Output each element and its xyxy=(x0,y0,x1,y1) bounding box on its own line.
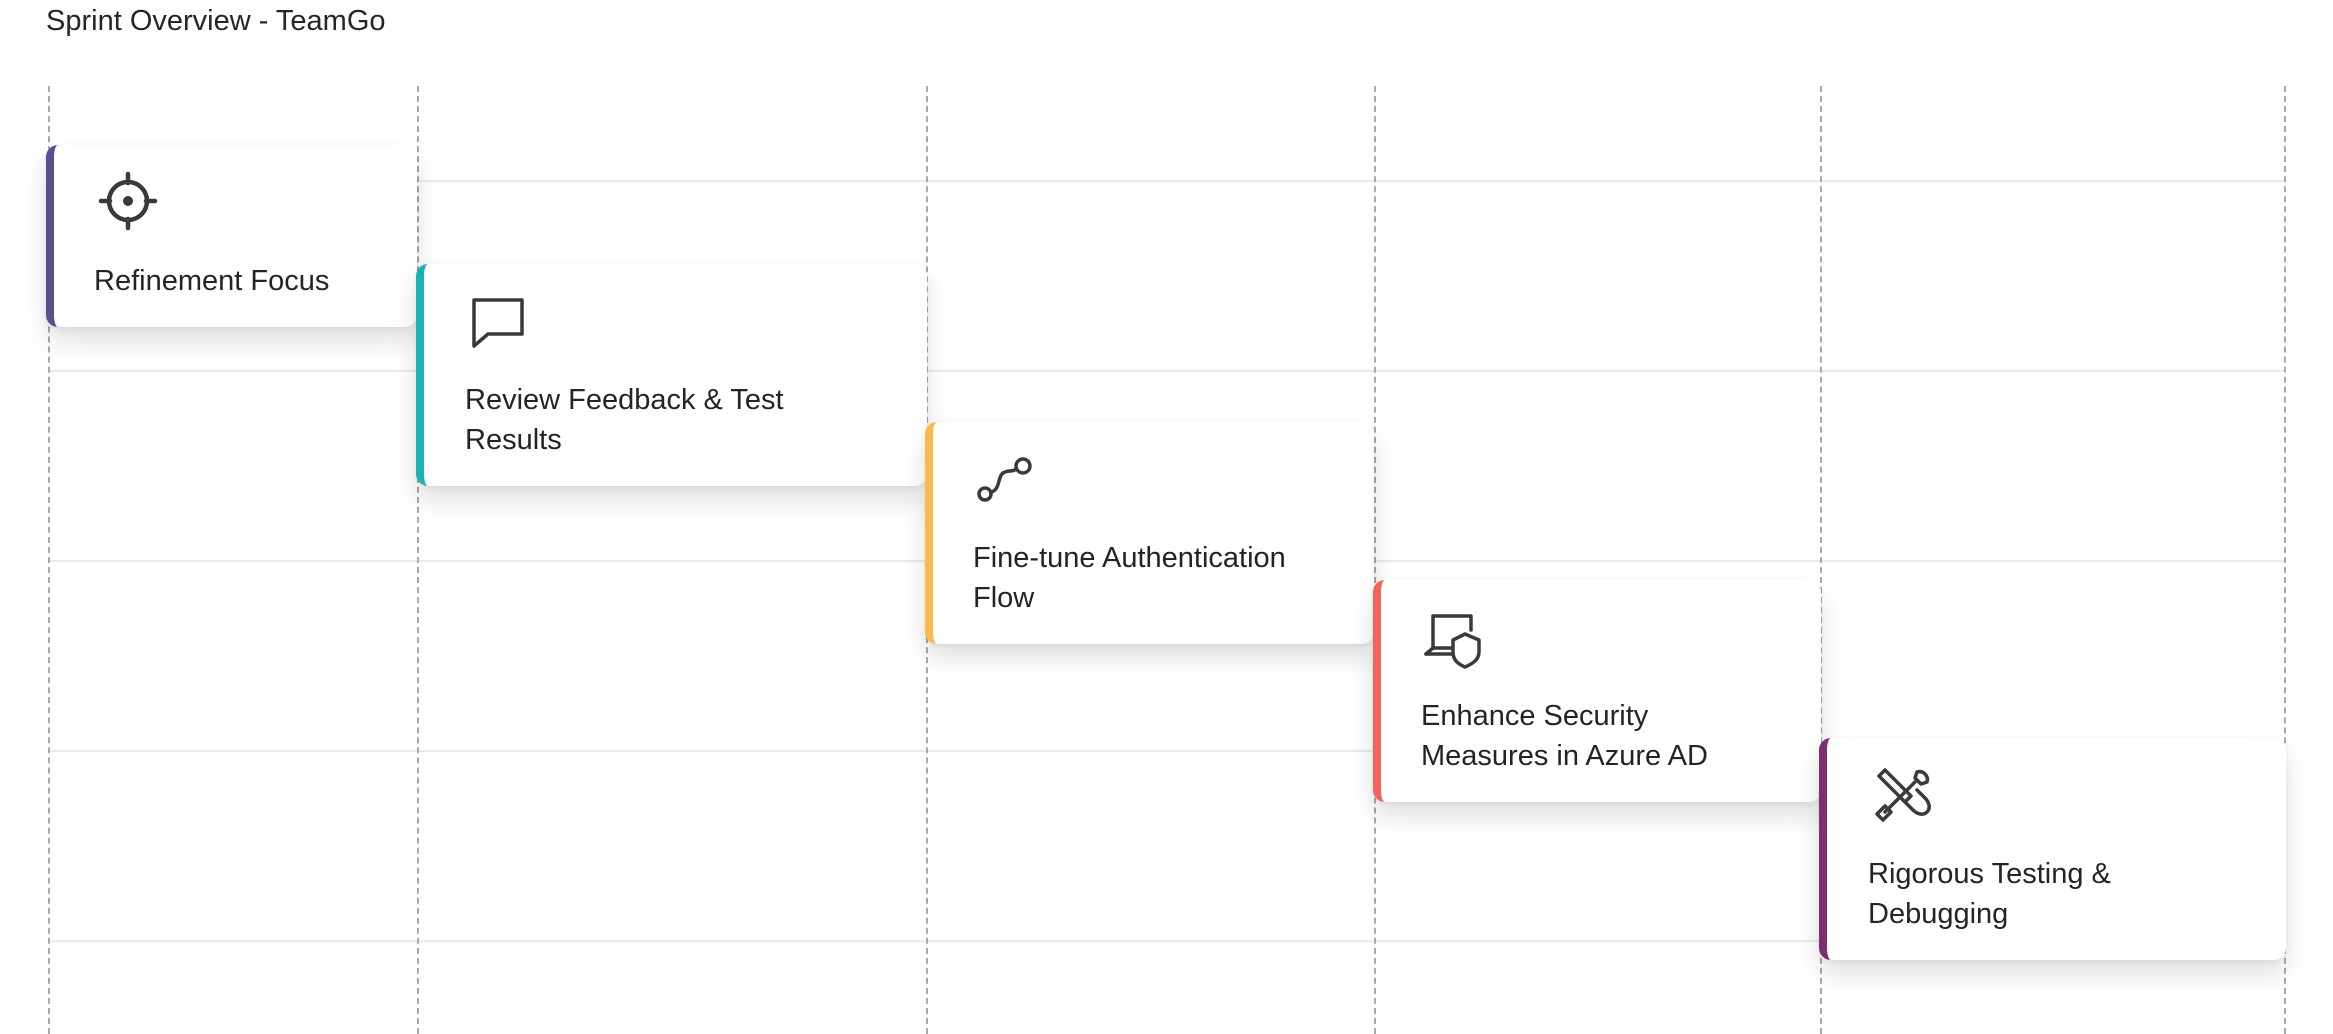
card-refinement-focus[interactable]: Refinement Focus xyxy=(46,145,417,327)
card-enhance-security[interactable]: Enhance Security Measures in Azure AD xyxy=(1373,580,1821,802)
column-divider xyxy=(1374,86,1376,1034)
column-divider xyxy=(48,86,50,1034)
page-title: Sprint Overview - TeamGo xyxy=(46,5,386,37)
grid-row-line xyxy=(48,370,2286,372)
laptop-shield-icon xyxy=(1423,610,1483,670)
card-title: Refinement Focus xyxy=(94,265,330,297)
card-title: Fine-tune Authentication Flow xyxy=(973,542,1286,614)
grid-row-line xyxy=(48,180,2286,182)
card-fine-tune-auth[interactable]: Fine-tune Authentication Flow xyxy=(925,422,1374,644)
chat-bubble-icon xyxy=(468,294,528,354)
column-divider xyxy=(2284,86,2286,1034)
crosshair-icon xyxy=(98,171,158,231)
card-review-feedback[interactable]: Review Feedback & Test Results xyxy=(416,264,927,486)
column-divider xyxy=(1820,86,1822,1034)
grid-row-line xyxy=(48,940,2286,942)
card-title: Enhance Security Measures in Azure AD xyxy=(1421,700,1708,772)
tools-icon xyxy=(1871,766,1931,826)
card-rigorous-testing[interactable]: Rigorous Testing & Debugging xyxy=(1819,738,2286,960)
card-title: Review Feedback & Test Results xyxy=(465,384,784,456)
route-icon xyxy=(975,452,1035,512)
grid-row-line xyxy=(48,750,2286,752)
card-title: Rigorous Testing & Debugging xyxy=(1868,858,2111,930)
column-divider xyxy=(417,86,419,1034)
